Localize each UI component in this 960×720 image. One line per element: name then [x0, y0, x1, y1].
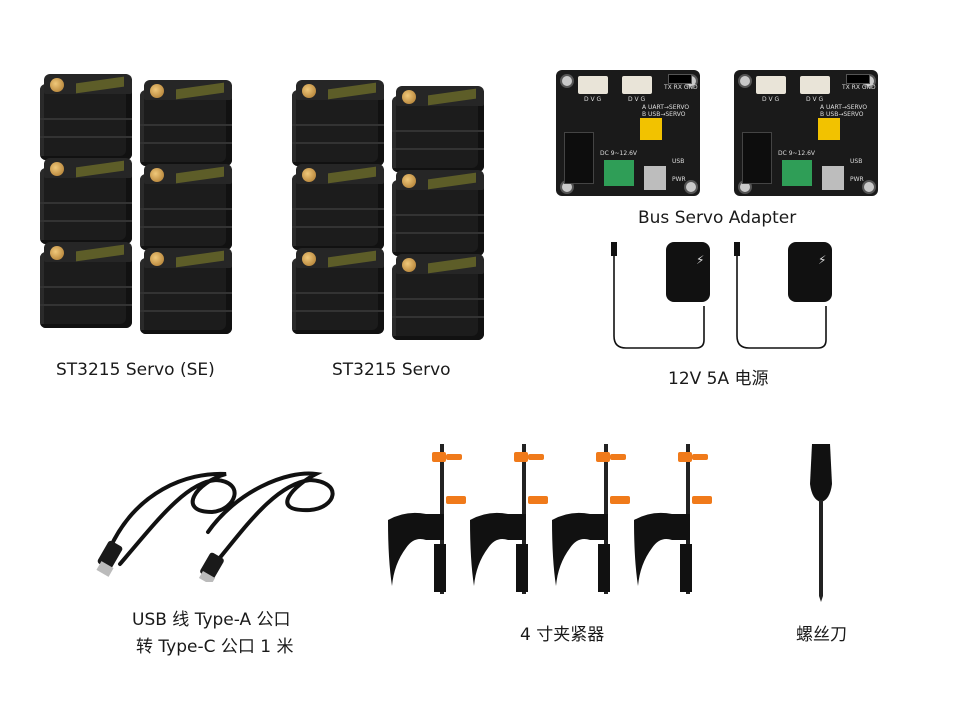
usb-caption-line2: 转 Type-C 公口 1 米: [136, 637, 294, 657]
servo-item: [392, 170, 488, 258]
servo-item: [292, 80, 388, 168]
servo-item: [140, 248, 236, 336]
servo-item: [40, 242, 136, 330]
svg-text:⚡: ⚡: [696, 253, 704, 267]
power-caption: 12V 5A 电源: [668, 369, 769, 389]
screwdriver-caption: 螺丝刀: [796, 625, 847, 645]
servo-item: [392, 254, 488, 342]
clamps: [388, 444, 712, 594]
servo-item: [40, 74, 136, 162]
servo-item: [292, 248, 388, 336]
servo-item: [40, 158, 136, 246]
servo-caption: ST3215 Servo: [332, 360, 451, 380]
clamps-caption: 4 寸夹紧器: [520, 625, 605, 645]
usb-cables: [96, 471, 335, 582]
svg-text:⚡: ⚡: [818, 253, 826, 267]
power-adapters: ⚡ ⚡: [611, 242, 832, 349]
servo-item: [140, 164, 236, 252]
servo-se-caption: ST3215 Servo (SE): [56, 360, 215, 380]
adapter-board: D V G D V G TX RX GND A UART→SERVO B USB…: [556, 70, 700, 196]
servo-item: [392, 86, 488, 174]
servo-item: [140, 80, 236, 168]
adapter-board: D V G D V G TX RX GND A UART→SERVO B USB…: [734, 70, 878, 196]
adapter-caption: Bus Servo Adapter: [638, 208, 797, 228]
screwdriver: [810, 444, 832, 602]
usb-caption-line1: USB 线 Type-A 公口: [132, 610, 291, 630]
servo-item: [292, 164, 388, 252]
